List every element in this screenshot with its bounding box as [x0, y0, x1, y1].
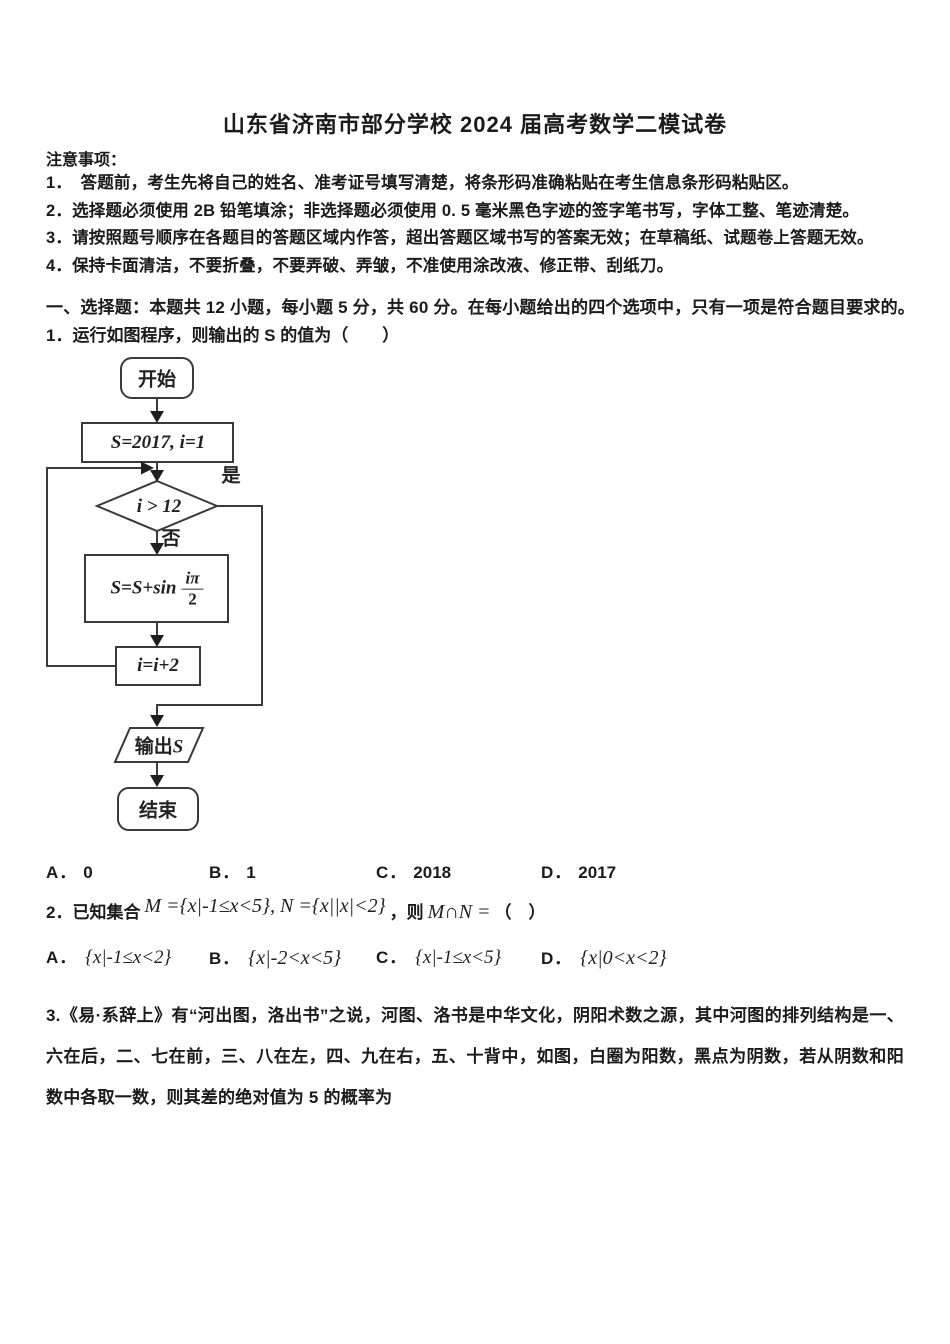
option-label: A．	[46, 863, 78, 882]
option-b: B． 1	[209, 863, 376, 883]
option-a: A． 0	[46, 863, 209, 883]
question-3-stem: 3.《易·系辞上》有“河出图，洛出书”之说，河图、洛书是中华文化，阴阳术数之源，…	[46, 1006, 904, 1107]
question-1-flowchart: 开始 S=2017, i=1 i > 12 是 否 S=S+sin iπ 2 i…	[45, 353, 285, 835]
flowchart-no-label: 否	[161, 528, 181, 550]
flowchart-increment-label: i=i+2	[137, 655, 179, 676]
question-1-stem: 1．运行如图程序，则输出的 S 的值为（ ）	[46, 326, 400, 345]
arrowhead-down-icon	[150, 715, 164, 727]
flowchart-end-label: 结束	[138, 800, 178, 822]
arrowhead-down-icon	[150, 411, 164, 423]
arrowhead-down-icon	[150, 635, 164, 647]
option-value: 1	[246, 863, 256, 882]
option-label: A．	[46, 948, 78, 967]
output-variable: S	[172, 736, 184, 758]
fraction: iπ 2	[181, 569, 204, 609]
flowchart-start-label: 开始	[137, 369, 177, 391]
notice-heading: 注意事项：	[46, 152, 127, 169]
notice-item-1: 1． 答题前，考生先将自己的姓名、准考证号填写清楚，将条形码准确粘贴在考生信息条…	[46, 174, 799, 192]
question-lead: 已知集合	[72, 903, 141, 922]
answer-parentheses: （ ）	[494, 903, 546, 922]
question-2-options: A． {x|-1≤x<2} B． {x|-2<x<5} C． {x|-1≤x<5} D…	[46, 948, 904, 969]
section-1-heading: 一、选择题：本题共 12 小题，每小题 5 分，共 60 分。在每小题给出的四个…	[46, 298, 916, 317]
page-title: 山东省济南市部分学校 2024 届高考数学二模试卷	[222, 112, 728, 137]
arrowhead-down-icon	[150, 543, 164, 555]
set-definitions-formula: M ={x|-1≤x<5}, N ={x||x|<2}	[144, 895, 386, 917]
flowchart-output-label: 输出S	[135, 732, 184, 759]
option-formula: {x|-2<x<5}	[248, 947, 342, 969]
flowchart-output-parallelogram	[113, 727, 205, 763]
intersection-formula: M∩N =	[427, 901, 491, 923]
option-label: B．	[209, 863, 241, 882]
notice-section: 注意事项： 1． 答题前，考生先将自己的姓名、准考证号填写清楚，将条形码准确粘贴…	[46, 152, 904, 280]
option-formula: {x|-1≤x<2}	[85, 947, 172, 968]
option-label: D．	[541, 949, 573, 968]
fraction-denominator: 2	[188, 589, 197, 609]
option-formula: {x|-1≤x<5}	[415, 947, 502, 968]
connector-yes-branch	[156, 505, 263, 715]
flowchart-init-box	[81, 422, 234, 463]
notice-item-3: 3．请按照题号顺序在各题目的答题区域内作答，超出答题区域书写的答案无效；在草稿纸…	[46, 229, 874, 247]
option-value: 0	[83, 863, 93, 882]
flowchart-compute-box	[84, 554, 229, 623]
compute-expression: S=S+sin	[110, 578, 177, 599]
flowchart-init-label: S=2017, i=1	[110, 432, 206, 453]
notice-item-4: 4．保持卡面清洁，不要折叠，不要弄破、弄皱，不准使用涂改液、修正带、刮纸刀。	[46, 256, 674, 275]
option-label: B．	[209, 949, 241, 968]
question-number: 2．	[46, 903, 73, 922]
option-formula: {x|0<x<2}	[580, 947, 667, 969]
flowchart-yes-label: 是	[221, 465, 241, 487]
option-d: D． 2017	[541, 863, 616, 883]
option-label: C．	[376, 948, 408, 967]
arrowhead-down-icon	[150, 470, 164, 482]
option-value: 2018	[413, 863, 452, 882]
flowchart-compute-label: S=S+sin iπ 2	[110, 569, 204, 609]
option-c: C． 2018	[376, 863, 541, 883]
option-value: 2017	[578, 863, 617, 882]
connector-loop-back	[46, 467, 141, 667]
option-label: D．	[541, 863, 573, 882]
arrowhead-right-icon	[141, 461, 154, 475]
notice-item-2: 2．选择题必须使用 2B 铅笔填涂；非选择题必须使用 0. 5 毫米黑色字迹的签…	[46, 201, 860, 220]
option-label: C．	[376, 863, 408, 882]
question-1-options: A． 0 B． 1 C． 2018 D． 2017	[46, 863, 904, 883]
output-word: 输出	[134, 736, 173, 758]
flowchart-graphics	[46, 357, 263, 831]
option-a: A． {x|-1≤x<2}	[46, 948, 209, 969]
flowchart-condition-label: i > 12	[136, 496, 182, 517]
question-mid: ，则	[389, 903, 424, 922]
option-d: D． {x|0<x<2}	[541, 948, 667, 969]
flowchart-end-box	[117, 787, 199, 831]
arrowhead-down-icon	[150, 775, 164, 787]
fraction-numerator: iπ	[181, 569, 204, 590]
option-c: C． {x|-1≤x<5}	[376, 948, 541, 969]
option-b: B． {x|-2<x<5}	[209, 948, 376, 969]
